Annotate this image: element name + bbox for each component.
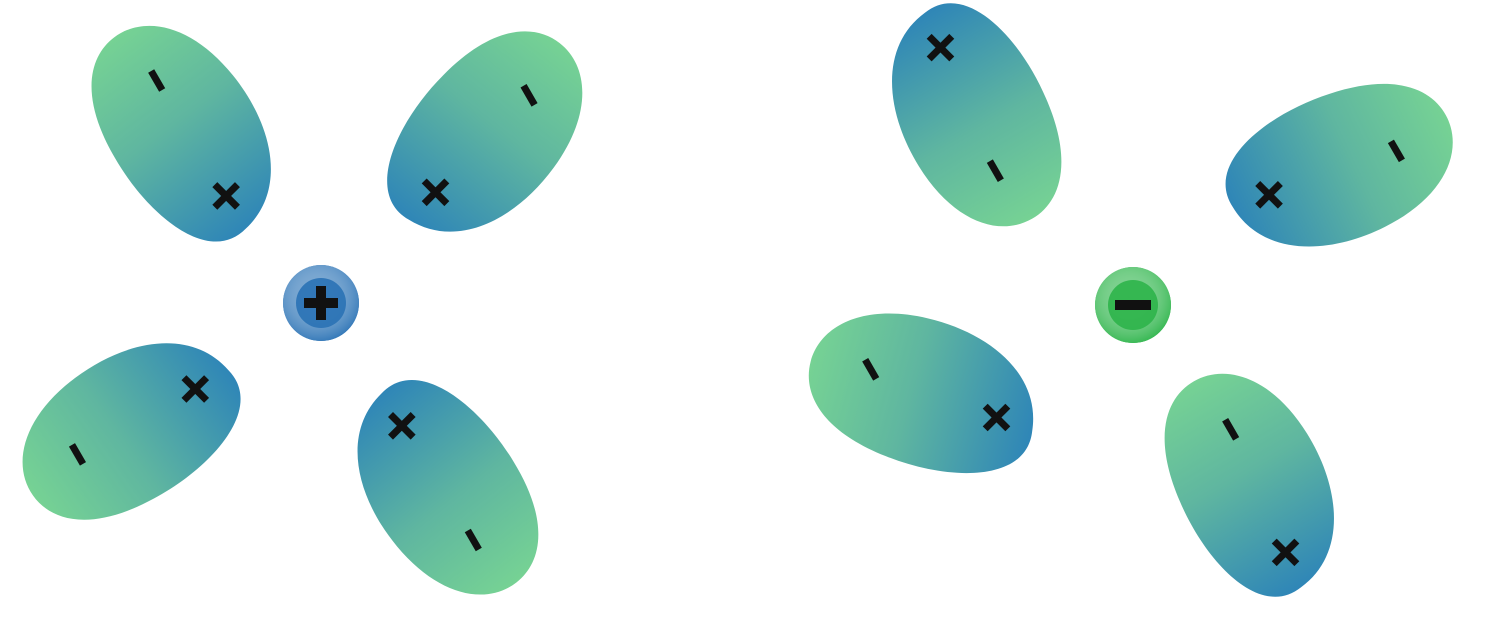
ions-layer [280,262,1174,346]
water-molecule [854,0,1097,255]
water-molecule-body [854,0,1097,255]
water-molecule [1205,51,1477,282]
anion-ion [1092,264,1174,346]
minus-icon [1115,300,1151,310]
water-molecule [0,303,266,556]
water-molecule [317,354,575,622]
water-molecule [792,292,1054,493]
water-molecule-body [1130,345,1373,619]
water-molecule-body [0,303,266,556]
water-molecule-body [358,0,616,271]
cation-ion [280,262,362,344]
water-molecule [1130,345,1373,619]
water-molecule [55,0,311,268]
water-molecule-body [792,292,1054,493]
water-molecule-body [317,354,575,622]
water-molecule [358,0,616,271]
water-molecule-body [55,0,311,268]
water-molecule-body [1205,51,1477,282]
